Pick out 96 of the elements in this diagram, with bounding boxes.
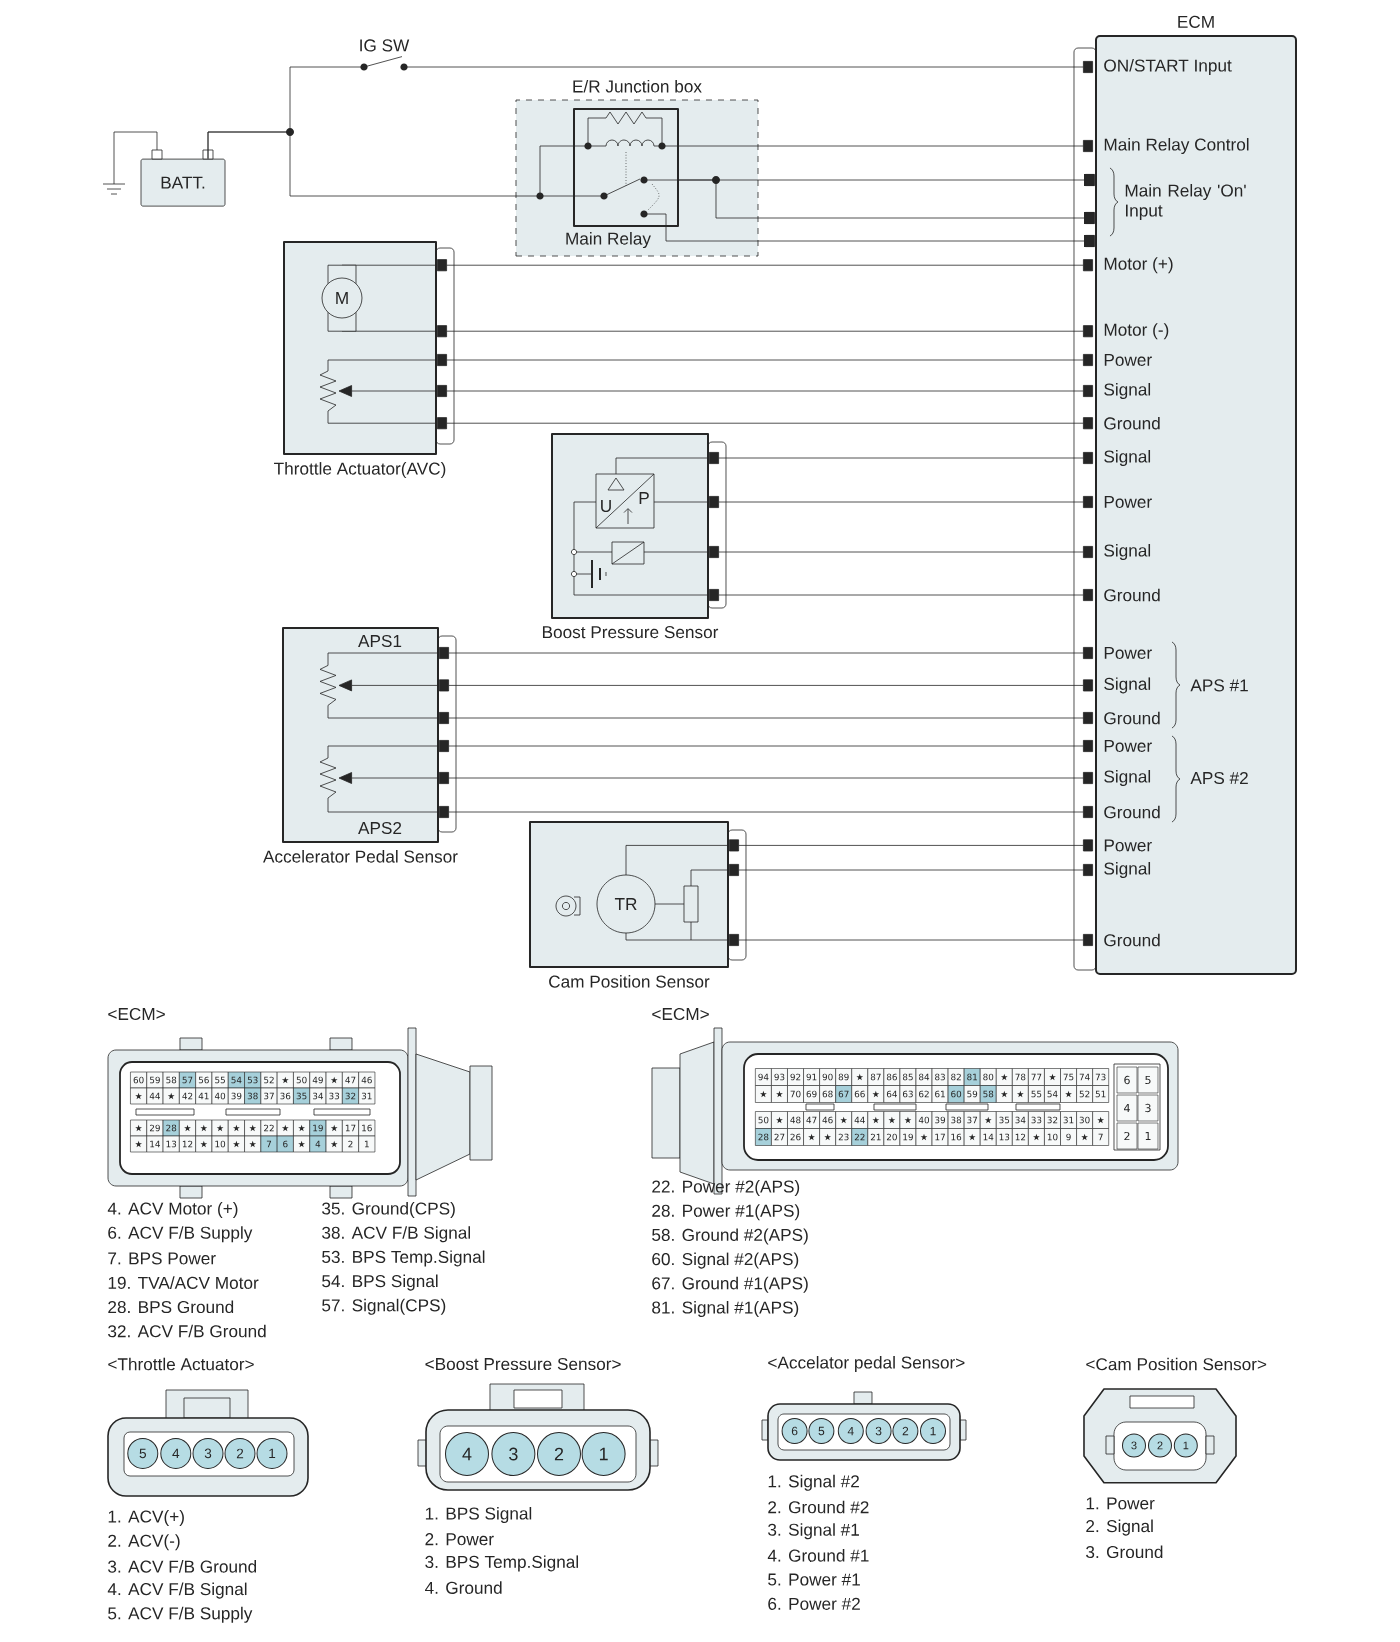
- wire: [437, 325, 1093, 338]
- battery-box: BATT.: [140, 149, 226, 207]
- wire: [437, 259, 1093, 272]
- pin-description: 19. TVA/ACV Motor: [108, 1276, 259, 1289]
- wire: [729, 839, 1093, 852]
- group-label: APS #1: [1190, 679, 1248, 692]
- wire: [207, 131, 574, 197]
- pin-description: 2. ACV(-): [108, 1534, 180, 1551]
- pin-description: 3. ACV F/B Ground: [108, 1560, 257, 1573]
- pin-label: Power: [1104, 354, 1152, 366]
- wire: [437, 417, 1093, 430]
- pin-description: 4. Ground #1: [767, 1549, 869, 1562]
- wire: [709, 546, 1093, 558]
- pin-description: 57. Signal(CPS): [322, 1298, 446, 1315]
- brace-label: Main Relay 'On' Input: [1125, 184, 1246, 221]
- connector-title: <Boost Pressure Sensor>: [425, 1357, 621, 1371]
- pin-description: 54. BPS Signal: [322, 1274, 438, 1291]
- pin-description: 3. Ground: [1086, 1545, 1163, 1559]
- pin-label: Ground: [1104, 416, 1160, 430]
- pin-description: 28. BPS Ground: [108, 1300, 234, 1314]
- pin-description: 2. Power: [425, 1533, 494, 1546]
- sensor-box: APS1 APS2 Accelerator Pedal Sensor: [263, 627, 458, 863]
- pin-label: Signal: [1104, 862, 1151, 879]
- wire: [709, 452, 1093, 464]
- pin-label: Ground: [1104, 933, 1160, 947]
- pin-description: 6. ACV F/B Supply: [108, 1226, 253, 1243]
- pin-description: 4. ACV F/B Signal: [107, 1582, 247, 1599]
- pin-label: Signal: [1104, 770, 1151, 787]
- wire: [678, 140, 1093, 152]
- wire: [437, 385, 1093, 397]
- node-label: Main Relay: [566, 232, 651, 249]
- pin-description: 81. Signal #1(APS): [652, 1301, 799, 1318]
- node-label: ECM: [1178, 15, 1214, 28]
- pin-label: Signal: [1104, 544, 1151, 561]
- pin-description: 1. Signal #2: [768, 1474, 859, 1491]
- pin-description: 2. Ground #2: [768, 1500, 869, 1514]
- connector-title: <ECM>: [108, 1007, 165, 1021]
- pin-label: Power: [1104, 647, 1152, 659]
- node-label: Accelerator Pedal Sensor: [263, 850, 458, 863]
- wire: [439, 679, 1093, 692]
- group-label: APS #2: [1190, 771, 1248, 785]
- pin-label: Ground: [1104, 588, 1160, 602]
- node-label: E/R Junction box: [573, 79, 702, 93]
- node-label: Cam Position Sensor: [549, 975, 710, 988]
- pin-description: 60. Signal #2(APS): [652, 1252, 799, 1269]
- wire: [404, 61, 1093, 73]
- pin-description: 5. ACV F/B Supply: [108, 1606, 253, 1623]
- connector-title: <Cam Position Sensor>: [1086, 1357, 1267, 1371]
- node-label: Throttle Actuator(AVC): [274, 462, 446, 479]
- pin-description: 1. Power: [1086, 1497, 1155, 1510]
- pin-description: 3. Signal #1: [768, 1523, 859, 1540]
- pin-label: Ground: [1104, 711, 1160, 725]
- wire: [729, 864, 1093, 876]
- pin-description: 5. Power #1: [768, 1573, 860, 1586]
- wire: [709, 496, 1093, 508]
- wire: [439, 712, 1093, 724]
- pin-label: Power: [1104, 839, 1152, 852]
- pin-description: 1. BPS Signal: [425, 1507, 532, 1524]
- pin-description: 3. BPS Temp.Signal: [425, 1555, 578, 1572]
- pin-label: Power: [1104, 496, 1152, 508]
- pin-label: ON/START Input: [1104, 59, 1232, 76]
- pin-description: 28. Power #1(APS): [652, 1204, 800, 1221]
- pin-description: 58. Ground #2(APS): [652, 1228, 808, 1245]
- pin-label: Signal: [1104, 450, 1151, 467]
- wire: [439, 740, 1093, 752]
- pin-label: Signal: [1104, 677, 1151, 694]
- pin-label: Main Relay Control: [1104, 138, 1249, 155]
- pin-label: Power: [1104, 740, 1152, 752]
- pin-description: 32. ACV F/B Ground: [108, 1324, 266, 1338]
- pin-description: 4. ACV Motor (+): [107, 1202, 238, 1218]
- node-label: Boost Pressure Sensor: [542, 626, 719, 639]
- relay-box: Main Relay: [566, 108, 679, 249]
- wire: [439, 647, 1093, 659]
- pin-label: Ground: [1104, 805, 1160, 819]
- pin-description: 6. Power #2: [768, 1597, 860, 1610]
- pin-label: Motor (+): [1104, 257, 1173, 274]
- wire: [439, 772, 1093, 784]
- pin-description: 7. BPS Power: [108, 1252, 216, 1265]
- pin-description: 2. Signal: [1086, 1519, 1153, 1536]
- pin-description: 4. Ground: [425, 1581, 502, 1594]
- wire: [439, 806, 1093, 818]
- sensor-element-drawing: TR: [596, 845, 729, 941]
- pin-description: 67. Ground #1(APS): [652, 1276, 808, 1293]
- wire: [729, 934, 1093, 946]
- connector-title: <Throttle Actuator>: [108, 1357, 254, 1371]
- pin-label: Signal: [1104, 383, 1151, 400]
- pin-description: 1. ACV(+): [108, 1510, 184, 1526]
- connector-title: <Accelator pedal Sensor>: [768, 1356, 965, 1373]
- pin-description: 53. BPS Temp.Signal: [322, 1250, 485, 1267]
- pin-description: 38. ACV F/B Signal: [322, 1226, 470, 1243]
- connector-title: <ECM>: [652, 1007, 709, 1021]
- wire: [437, 354, 1093, 366]
- pin-description: 22. Power #2(APS): [652, 1180, 800, 1196]
- pin-label: Motor (-): [1104, 323, 1169, 340]
- wire: [709, 589, 1093, 601]
- pin-description: 35. Ground(CPS): [322, 1202, 455, 1218]
